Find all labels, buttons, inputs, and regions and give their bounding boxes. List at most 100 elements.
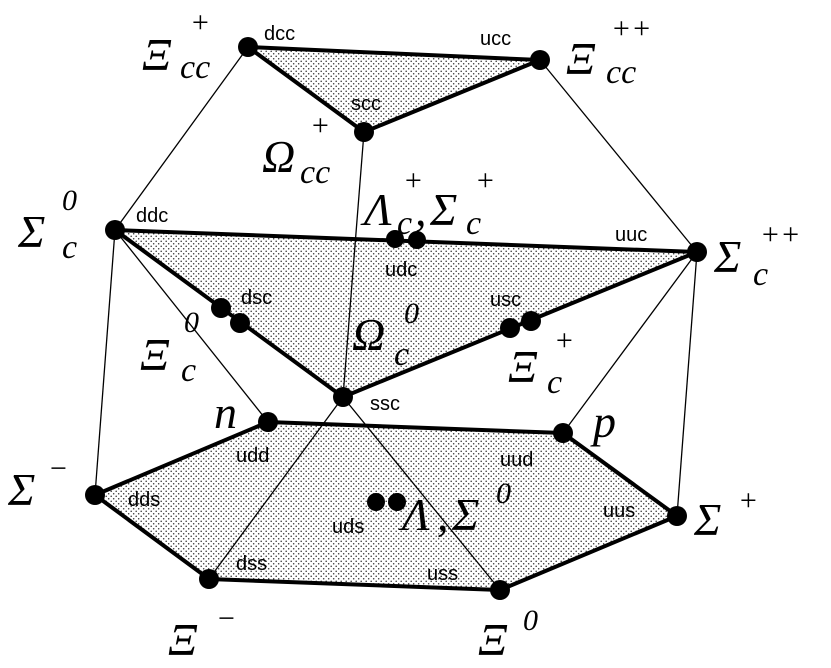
- node-dsc-b: [230, 313, 250, 333]
- svg-text:Ξ: Ξ: [168, 614, 198, 665]
- svg-text:0: 0: [523, 604, 538, 637]
- particle-labels: Ξ + cc Ξ ++ cc Ω + cc Λ + c , Σ + c Σ: [7, 6, 801, 665]
- label-uss: uss: [427, 563, 458, 585]
- label-scc: scc: [351, 93, 381, 115]
- svg-text:+: +: [475, 164, 495, 197]
- svg-text:,: ,: [437, 489, 449, 540]
- label-uus: uus: [603, 500, 635, 522]
- svg-text:c: c: [397, 205, 412, 242]
- node-dcc: [238, 37, 258, 57]
- svg-text:Σ: Σ: [429, 184, 457, 235]
- node-dsc-a: [211, 298, 231, 318]
- svg-text:Ξ: Ξ: [142, 29, 172, 80]
- label-sigma-minus: Σ −: [7, 452, 68, 515]
- label-uuc: uuc: [615, 224, 647, 246]
- bottom-hexagon-face: [93, 420, 679, 592]
- label-usc: usc: [490, 289, 521, 311]
- label-ucc: ucc: [480, 28, 511, 50]
- svg-text:c: c: [62, 229, 77, 266]
- top-triangle-face: [246, 45, 542, 134]
- svg-text:Σ: Σ: [713, 231, 741, 282]
- label-xi-cc-plus: Ξ + cc: [142, 6, 210, 86]
- svg-text:Λ: Λ: [360, 184, 392, 235]
- label-xi-minus: Ξ −: [168, 602, 236, 665]
- node-uuc: [687, 242, 707, 262]
- label-uds: uds: [332, 516, 364, 538]
- label-neutron: n: [214, 387, 237, 438]
- label-omega-c-zero: Ω 0 c: [352, 297, 419, 373]
- label-dcc: dcc: [264, 23, 295, 45]
- svg-text:,: ,: [415, 184, 427, 235]
- svg-text:++: ++: [760, 218, 801, 251]
- label-xi-zero: Ξ 0: [478, 604, 538, 665]
- label-ddc: ddc: [136, 205, 168, 227]
- svg-text:c: c: [466, 205, 481, 242]
- svg-text:Σ: Σ: [17, 206, 45, 257]
- svg-text:+: +: [738, 484, 758, 517]
- quark-labels: dcc ucc scc ddc uuc udc dsc usc ssc udd …: [128, 23, 647, 585]
- label-dds: dds: [128, 489, 160, 511]
- label-xi-c-zero: Ξ 0 c: [140, 306, 199, 389]
- svg-text:Ω: Ω: [262, 131, 295, 182]
- label-ssc: ssc: [370, 393, 400, 415]
- label-proton: p: [590, 396, 616, 447]
- label-sigma-plus: Σ +: [693, 484, 758, 545]
- label-sigma-c-zero: Σ 0 c: [17, 184, 77, 266]
- nodes: [85, 37, 707, 600]
- svg-text:0: 0: [496, 477, 511, 510]
- svg-text:c: c: [547, 364, 562, 401]
- label-xi-cc-plusplus: Ξ ++ cc: [566, 12, 652, 91]
- svg-text:+: +: [403, 164, 423, 197]
- label-uud: uud: [500, 449, 533, 471]
- node-uss: [490, 580, 510, 600]
- label-dss: dss: [236, 553, 267, 575]
- svg-text:Σ: Σ: [693, 494, 721, 545]
- label-sigma-c-plusplus: Σ ++ c: [713, 218, 801, 293]
- label-xi-c-plus: Ξ + c: [508, 324, 574, 401]
- svg-text:++: ++: [611, 12, 652, 45]
- node-dds: [85, 485, 105, 505]
- node-ucc: [530, 50, 550, 70]
- label-lambda-sigma-zero: Λ , Σ 0: [398, 477, 511, 540]
- svg-text:c: c: [753, 256, 768, 293]
- node-udc-a: [386, 230, 404, 248]
- node-ssc: [333, 387, 353, 407]
- svg-text:0: 0: [404, 297, 419, 330]
- svg-text:cc: cc: [300, 154, 330, 191]
- svg-text:−: −: [48, 452, 68, 485]
- node-udd: [258, 412, 278, 432]
- node-usc-b: [521, 311, 541, 331]
- node-dss: [199, 569, 219, 589]
- node-scc: [354, 122, 374, 142]
- svg-text:Ξ: Ξ: [478, 614, 508, 665]
- svg-text:Ω: Ω: [352, 309, 385, 360]
- node-uds-b: [388, 493, 406, 511]
- svg-text:Λ: Λ: [398, 489, 430, 540]
- svg-text:+: +: [310, 109, 330, 142]
- svg-text:0: 0: [62, 184, 77, 217]
- label-udc: udc: [385, 259, 417, 281]
- svg-text:cc: cc: [180, 49, 210, 86]
- label-udd: udd: [236, 445, 269, 467]
- node-uud: [553, 423, 573, 443]
- svg-text:Ξ: Ξ: [140, 329, 170, 380]
- node-udc-b: [408, 231, 426, 249]
- node-ddc: [105, 220, 125, 240]
- node-uds-a: [367, 493, 385, 511]
- svg-text:Σ: Σ: [451, 489, 479, 540]
- svg-text:+: +: [554, 324, 574, 357]
- svg-text:c: c: [181, 352, 196, 389]
- connecting-lines: [94, 46, 698, 591]
- svg-text:c: c: [394, 336, 409, 373]
- label-dsc: dsc: [241, 287, 272, 309]
- svg-text:Ξ: Ξ: [508, 341, 538, 392]
- svg-text:+: +: [190, 6, 210, 39]
- node-usc-a: [500, 318, 520, 338]
- svg-text:cc: cc: [606, 54, 636, 91]
- label-omega-cc-plus: Ω + cc: [262, 109, 330, 191]
- svg-text:−: −: [216, 602, 236, 635]
- svg-text:0: 0: [184, 306, 199, 339]
- node-uus: [667, 506, 687, 526]
- label-lambda-sigma-c-plus: Λ + c , Σ + c: [360, 164, 495, 242]
